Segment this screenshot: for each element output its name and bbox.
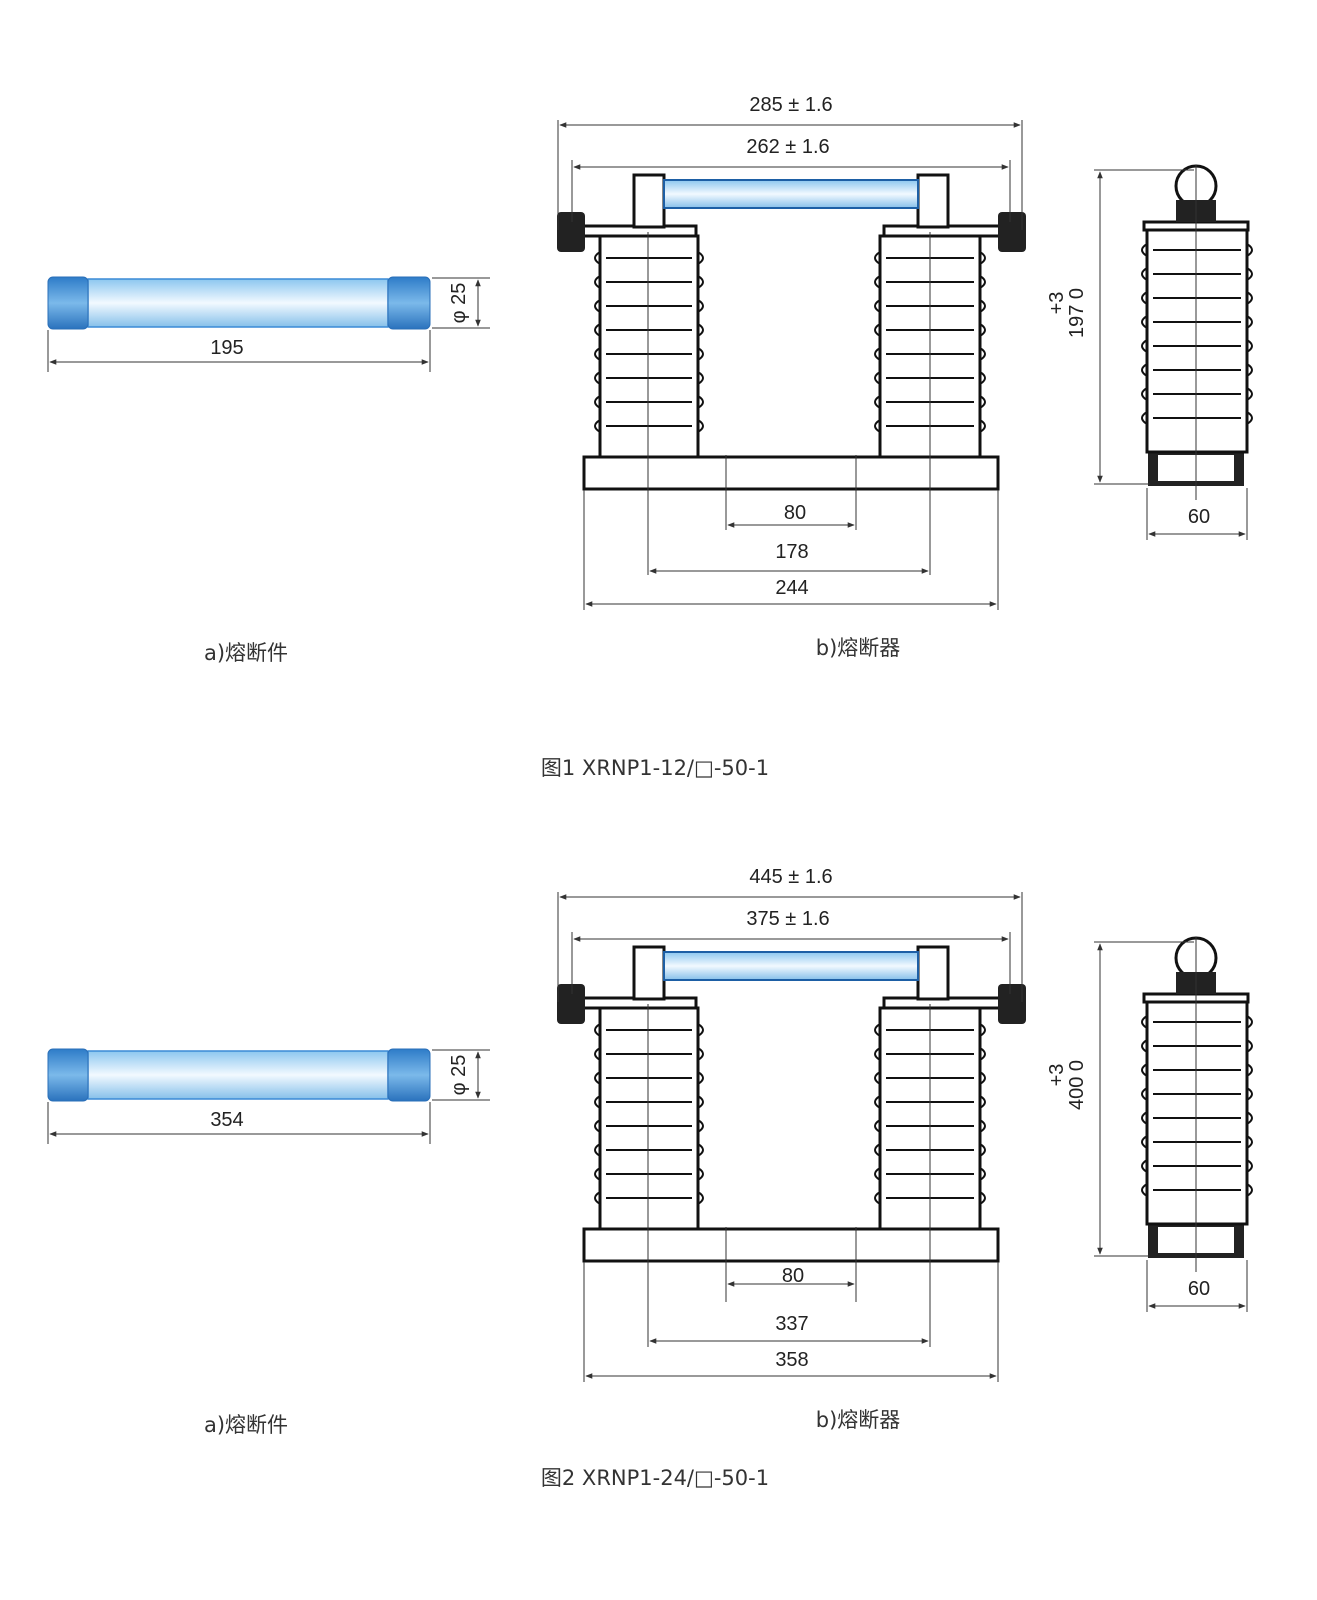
base-plate <box>582 1227 1000 1263</box>
left-insulator <box>598 1006 700 1231</box>
fuse-link-caption: a)熔断件 <box>204 641 288 665</box>
height-label: 400 0 <box>1066 1060 1088 1110</box>
right-clip <box>916 173 950 229</box>
right-terminal <box>998 212 1026 252</box>
fuse-cap-right <box>387 276 431 330</box>
base-width-label: 60 <box>1188 1278 1210 1300</box>
fuse-cap-left <box>47 276 89 330</box>
right-terminal <box>998 984 1026 1024</box>
contact-span-label: 262 ± 1.6 <box>746 136 829 158</box>
left-terminal <box>557 212 585 252</box>
height-tolerance-label: +3 <box>1046 1064 1068 1087</box>
height-tolerance-label: +3 <box>1046 292 1068 315</box>
figure-caption: 图2 XRNP1-24/□-50-1 <box>541 1466 769 1490</box>
base-length-label: 244 <box>775 577 808 599</box>
overall-width-label: 445 ± 1.6 <box>749 866 832 888</box>
figure-caption: 图1 XRNP1-12/□-50-1 <box>541 756 769 780</box>
mounted-fuse-tube <box>663 179 919 209</box>
left-insulator-sheds <box>594 251 704 433</box>
fuse-base-drawing: 285 ± 1.6 262 ± 1.6 80 178 244 <box>557 94 1026 610</box>
base-length-label: 358 <box>775 1349 808 1371</box>
fuse-link-drawing: 354 φ 25 <box>47 1048 490 1144</box>
side-view-drawing: 197 0 +3 60 <box>1046 164 1253 540</box>
fuse-tube <box>87 1050 389 1100</box>
fuse-base-caption: b)熔断器 <box>816 1408 901 1432</box>
left-clip <box>632 173 666 229</box>
left-insulator-sheds <box>594 1023 704 1205</box>
inner-spacing-label: 80 <box>784 502 806 524</box>
fuse-cap-right <box>387 1048 431 1102</box>
figure-1: 195 φ 25 <box>47 94 1253 780</box>
fuse-diameter-label: φ 25 <box>448 1055 470 1096</box>
left-terminal <box>557 984 585 1024</box>
left-clip <box>632 945 666 1001</box>
overall-width-label: 285 ± 1.6 <box>749 94 832 116</box>
base-plate <box>582 455 1000 491</box>
fuse-base-drawing: 445 ± 1.6 375 ± 1.6 80 337 358 <box>557 866 1026 1382</box>
fuse-cap-left <box>47 1048 89 1102</box>
left-insulator <box>598 234 700 459</box>
fuse-base-caption: b)熔断器 <box>816 636 901 660</box>
fuse-length-label: 195 <box>210 337 243 359</box>
contact-span-label: 375 ± 1.6 <box>746 908 829 930</box>
inner-spacing-label: 80 <box>782 1265 804 1287</box>
base-width-label: 60 <box>1188 506 1210 528</box>
fuse-length-label: 354 <box>210 1109 243 1131</box>
insulator-spacing-label: 337 <box>775 1313 808 1335</box>
mounted-fuse-tube <box>663 951 919 981</box>
insulator-spacing-label: 178 <box>775 541 808 563</box>
side-view-drawing: 400 0 +3 60 <box>1046 936 1253 1312</box>
fuse-diameter-label: φ 25 <box>448 283 470 324</box>
figure-2: 354 φ 25 <box>47 866 1253 1490</box>
height-label: 197 0 <box>1066 288 1088 338</box>
fuse-link-caption: a)熔断件 <box>204 1413 288 1437</box>
right-clip <box>916 945 950 1001</box>
fuse-tube <box>87 278 389 328</box>
fuse-link-drawing: 195 φ 25 <box>47 276 490 372</box>
